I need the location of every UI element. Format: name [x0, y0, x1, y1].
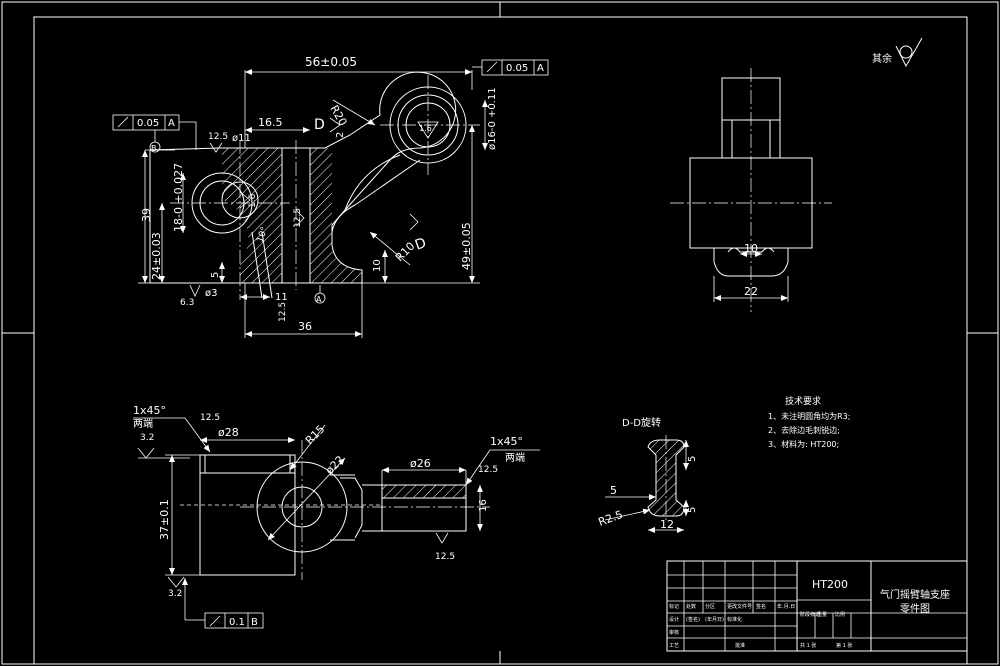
svg-text:12.5: 12.5: [208, 132, 228, 142]
svg-text:阶段标记: 阶段标记: [800, 611, 820, 618]
svg-text:2、去除边毛刺锐边;: 2、去除边毛刺锐边;: [768, 425, 840, 435]
svg-text:12.5: 12.5: [435, 552, 455, 562]
svg-text:1x45°: 1x45°: [490, 435, 523, 448]
svg-text:22: 22: [744, 285, 758, 298]
section-dd: D-D旋转 5 5 5 12 R2.5: [597, 416, 698, 533]
svg-text:(年月日): (年月日): [705, 616, 724, 623]
svg-text:设计: 设计: [669, 616, 679, 623]
svg-text:5: 5: [687, 456, 698, 462]
svg-text:比例: 比例: [835, 611, 845, 618]
svg-text:11: 11: [275, 292, 288, 303]
svg-text:39: 39: [140, 208, 153, 222]
svg-text:气门摇臂轴支座: 气门摇臂轴支座: [880, 588, 950, 601]
svg-text:D: D: [314, 117, 325, 133]
svg-text:D: D: [413, 235, 429, 254]
svg-text:其余: 其余: [872, 52, 892, 65]
svg-text:10: 10: [372, 259, 383, 272]
svg-text:批准: 批准: [735, 642, 745, 649]
datum-b: B: [149, 130, 161, 153]
svg-text:1.6: 1.6: [248, 193, 258, 208]
svg-text:两端: 两端: [505, 451, 525, 464]
title-block: HT200 气门摇臂轴支座 零件图 标记 处数 分区 更改文件号 签名 年.月.…: [666, 560, 968, 652]
svg-text:ø26: ø26: [410, 457, 431, 470]
tolerance-frame-right: 0.05 A: [472, 59, 549, 76]
svg-text:12.5: 12.5: [478, 465, 498, 475]
svg-text:B: B: [151, 144, 157, 153]
svg-text:分区: 分区: [705, 603, 715, 610]
svg-text:HT200: HT200: [812, 578, 848, 591]
svg-text:处数: 处数: [686, 603, 696, 610]
svg-text:10: 10: [744, 242, 758, 255]
svg-text:16.5: 16.5: [258, 116, 283, 129]
svg-text:A: A: [168, 118, 175, 129]
svg-text:A: A: [537, 63, 544, 74]
svg-text:2: 2: [335, 132, 346, 138]
svg-text:ø16-0 +0.11: ø16-0 +0.11: [487, 87, 498, 150]
svg-text:共 1 张: 共 1 张: [800, 642, 816, 649]
svg-text:5: 5: [687, 507, 698, 513]
svg-text:3.2: 3.2: [140, 433, 154, 443]
svg-text:6.3: 6.3: [180, 298, 194, 308]
svg-text:0.05: 0.05: [137, 118, 159, 129]
svg-text:第 1 张: 第 1 张: [836, 642, 852, 649]
svg-text:更改文件号: 更改文件号: [727, 603, 752, 610]
svg-text:1.6: 1.6: [419, 124, 432, 133]
svg-text:技术要求: 技术要求: [785, 395, 821, 407]
hatched-section-right: [310, 148, 362, 283]
svg-text:重量: 重量: [817, 611, 827, 618]
svg-text:(签名): (签名): [686, 616, 700, 623]
bottom-view: 1x45° 两端 1x45° 两端 ø28 R15 ø22 ø26 37±0.1…: [133, 404, 540, 629]
svg-text:0.05: 0.05: [506, 63, 528, 74]
svg-text:12.5: 12.5: [293, 208, 303, 228]
svg-text:18-0 +0.027: 18-0 +0.027: [172, 163, 185, 232]
front-view: 56±0.05 16.5 39 24±0.03 18-0 +0.027 49±0…: [112, 55, 549, 338]
svg-text:24±0.03: 24±0.03: [150, 232, 163, 280]
svg-text:R2.5: R2.5: [597, 508, 625, 529]
svg-text:37±0.1: 37±0.1: [158, 499, 171, 540]
svg-text:49±0.05: 49±0.05: [460, 222, 473, 270]
tolerance-frame-left: 0.05 A: [112, 114, 197, 150]
svg-text:0.1: 0.1: [229, 617, 245, 628]
svg-text:16: 16: [478, 499, 489, 512]
svg-text:ø11: ø11: [232, 133, 251, 144]
svg-text:B: B: [251, 617, 258, 628]
tolerance-frame-bottom: 0.1 B: [182, 578, 264, 629]
svg-text:5: 5: [210, 272, 221, 278]
svg-text:1x45°: 1x45°: [133, 404, 166, 417]
svg-text:D-D旋转: D-D旋转: [622, 416, 661, 429]
roughness-rest-note: 其余: [872, 37, 923, 68]
svg-text:两端: 两端: [133, 417, 153, 430]
datum-a: A: [314, 285, 326, 304]
svg-text:标记: 标记: [669, 603, 679, 610]
svg-text:ø28: ø28: [218, 426, 239, 439]
svg-text:1、未注明圆角均为R3;: 1、未注明圆角均为R3;: [768, 411, 850, 421]
svg-text:3、材料为: HT200;: 3、材料为: HT200;: [768, 439, 839, 449]
svg-text:3.2: 3.2: [168, 589, 182, 599]
svg-text:5: 5: [610, 484, 617, 497]
svg-text:12.5: 12.5: [278, 302, 288, 322]
svg-text:年.月.日: 年.月.日: [777, 603, 795, 610]
svg-text:审核: 审核: [669, 629, 679, 636]
svg-text:工艺: 工艺: [669, 643, 679, 649]
svg-text:ø3: ø3: [205, 288, 217, 299]
side-view: 10 22: [670, 68, 832, 312]
svg-text:12.5: 12.5: [200, 413, 220, 423]
technical-requirements: 技术要求 1、未注明圆角均为R3; 2、去除边毛刺锐边; 3、材料为: HT20…: [768, 395, 850, 449]
svg-text:56±0.05: 56±0.05: [305, 55, 357, 69]
svg-text:R20: R20: [327, 103, 349, 128]
svg-text:A: A: [316, 295, 322, 304]
svg-text:标准化: 标准化: [727, 616, 742, 623]
svg-text:零件图: 零件图: [900, 603, 930, 615]
svg-text:ø22: ø22: [323, 453, 347, 477]
svg-text:36: 36: [298, 320, 312, 333]
svg-text:签名: 签名: [756, 603, 766, 610]
svg-text:12: 12: [660, 518, 674, 531]
